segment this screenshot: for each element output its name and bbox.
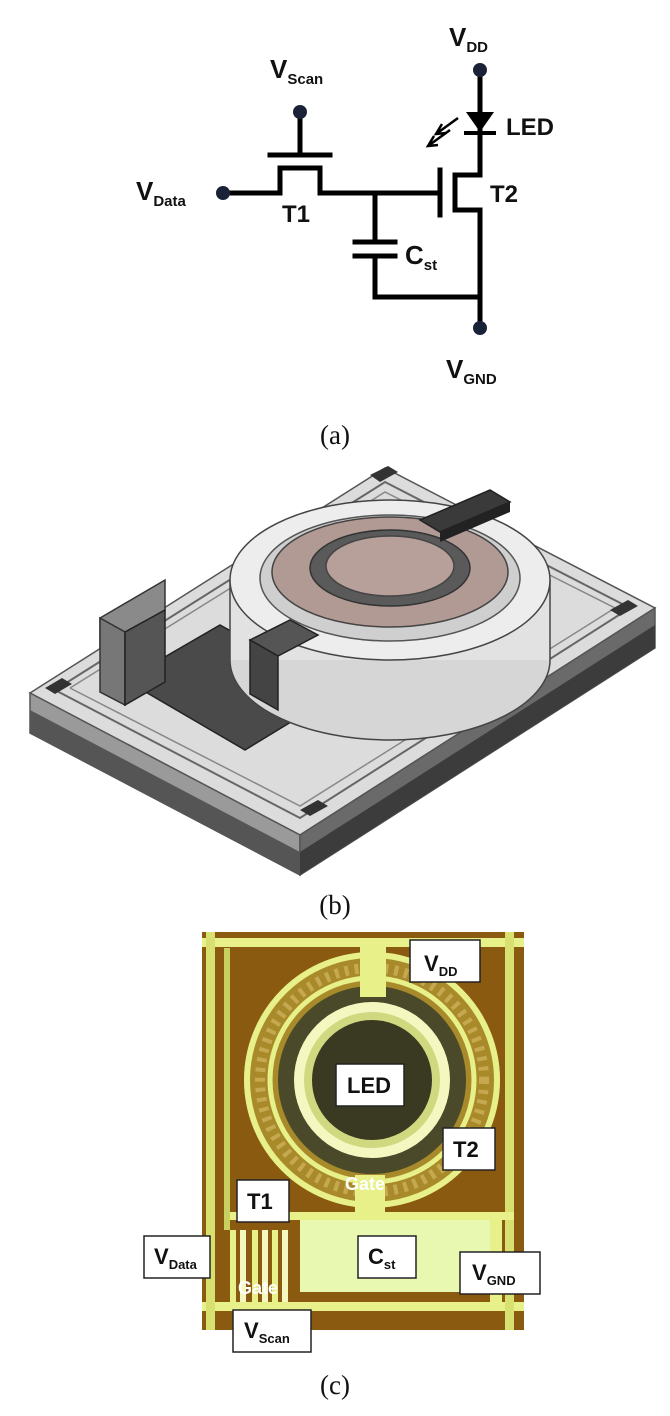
caption-a: (a) (320, 420, 350, 450)
svg-text:T1: T1 (247, 1189, 273, 1214)
svg-text:T2: T2 (453, 1137, 479, 1162)
panel-c-micrograph: VDD LED T2 Gate T1 VData Cst VGND Gate V… (0, 930, 670, 1360)
clamp-right (610, 600, 638, 616)
caption-c: (c) (320, 1370, 350, 1400)
t1-wall-side (99, 616, 126, 707)
vdd-pad-side (440, 502, 510, 542)
label-box-led: LED (335, 1063, 405, 1107)
clamp-left (45, 678, 72, 694)
node-vscan (293, 105, 307, 119)
node-vdata (216, 186, 230, 200)
led-center (325, 535, 455, 597)
micrograph-image: VDD LED T2 Gate T1 VData Cst VGND Gate V… (143, 932, 541, 1353)
label-box-cst: Cst (357, 1235, 417, 1279)
panel-b-3d-device (0, 460, 670, 880)
svg-text:VScan: VScan (244, 1318, 290, 1346)
t1-gate-block (124, 608, 166, 707)
label-vdata: VData (136, 176, 187, 210)
caption-b: (b) (319, 890, 351, 920)
label-gate-t2: Gate (345, 1174, 385, 1194)
label-t1: T1 (282, 201, 310, 228)
label-box-t2: T2 (442, 1127, 496, 1171)
node-vdd (473, 63, 487, 77)
label-led: LED (506, 114, 554, 141)
svg-text:VGND: VGND (472, 1260, 516, 1288)
device-3d-render (28, 466, 657, 877)
t1-channel (222, 165, 323, 196)
clamp-top (370, 466, 398, 482)
svg-text:VDD: VDD (424, 951, 457, 979)
circuit-schematic: VDD VScan VData VGND LED T1 T2 Cst (136, 22, 554, 388)
label-box-vgnd: VGND (459, 1251, 541, 1295)
light-emission-icon (425, 116, 459, 148)
panel-a-circuit: VDD VScan VData VGND LED T1 T2 Cst (0, 0, 670, 400)
label-t2: T2 (490, 181, 518, 208)
label-box-vdd: VDD (409, 939, 481, 983)
svg-text:LED: LED (347, 1073, 391, 1098)
svg-text:Cst: Cst (368, 1244, 396, 1272)
label-box-vdata: VData (143, 1235, 211, 1279)
label-box-vscan: VScan (232, 1309, 312, 1353)
wire-t2-channel (452, 157, 483, 303)
label-box-t1: T1 (236, 1179, 290, 1223)
wire-cst-bottom (372, 255, 483, 300)
label-vscan: VScan (270, 54, 323, 88)
clamp-bottom (300, 800, 328, 816)
label-vdd: VDD (449, 22, 488, 56)
node-vgnd (473, 321, 487, 335)
label-gate-t1: Gate (238, 1278, 278, 1298)
substrate-dark-layer-right (300, 625, 655, 875)
label-cst: Cst (405, 240, 437, 274)
substrate-dark-layer-left (30, 710, 300, 875)
t2-gate-block-side (249, 638, 279, 712)
label-vgnd: VGND (446, 354, 497, 388)
led-diode-icon (466, 112, 494, 132)
svg-text:VData: VData (154, 1244, 198, 1272)
